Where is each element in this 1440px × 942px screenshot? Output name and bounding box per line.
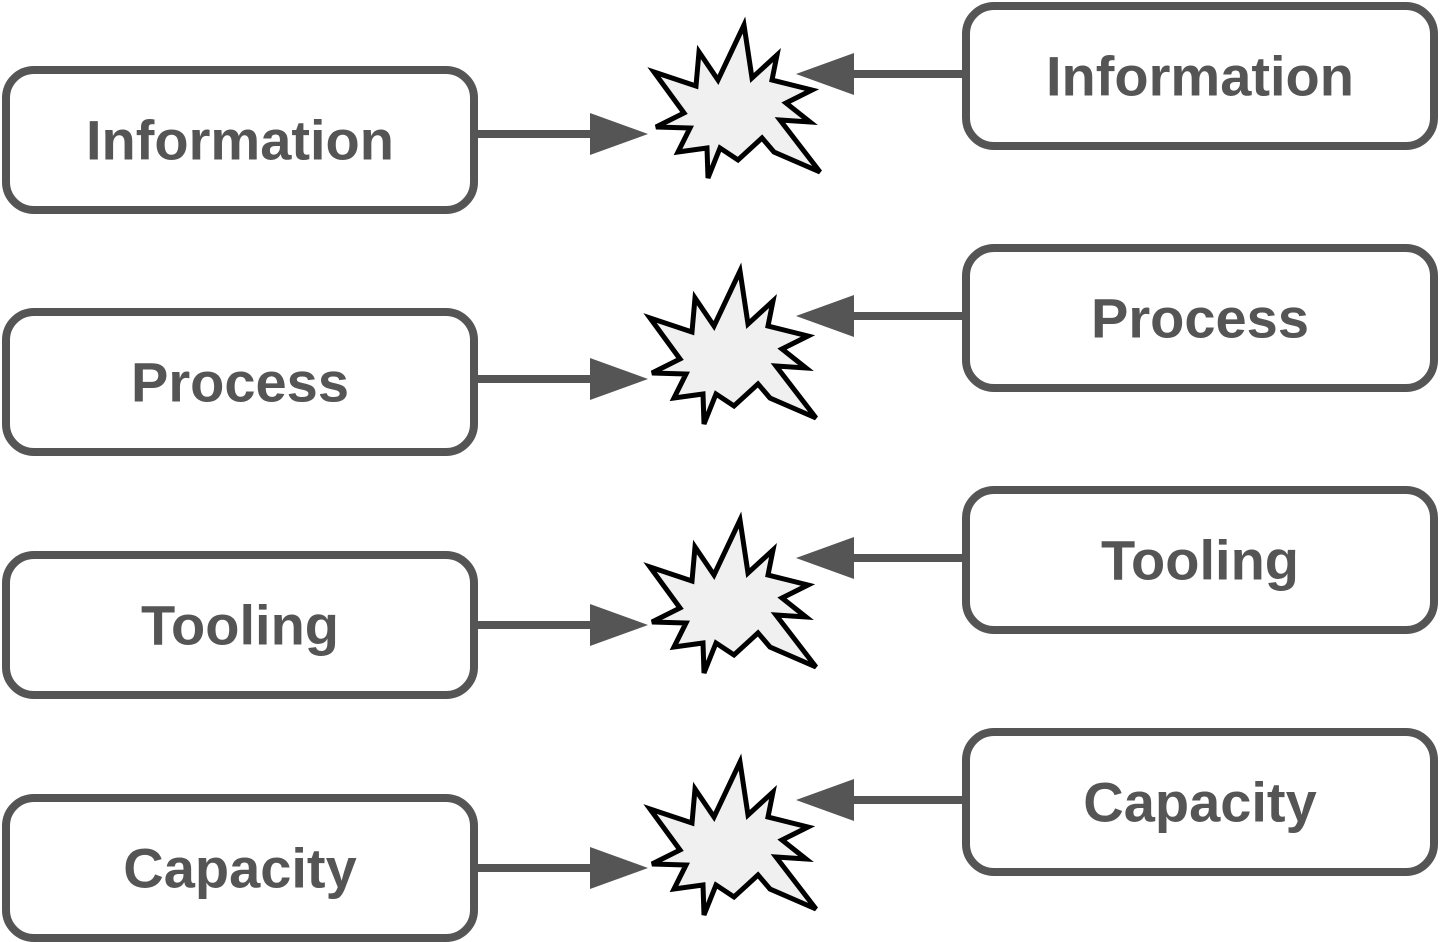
row-information: Information Information [2, 2, 1438, 214]
row-tooling: Tooling Tooling [2, 486, 1438, 699]
explosion-burst-icon [650, 762, 816, 915]
row-capacity: Capacity Capacity [2, 728, 1438, 942]
left-box-capacity: Capacity [2, 794, 478, 942]
left-arrow [478, 358, 648, 400]
left-arrow [478, 113, 648, 155]
left-arrow [478, 847, 648, 889]
right-box-information: Information [962, 2, 1438, 150]
left-box-label: Tooling [141, 594, 339, 657]
left-box-process: Process [2, 308, 478, 456]
explosion-burst-icon [650, 520, 816, 673]
right-box-label: Process [1091, 287, 1309, 350]
explosion-burst-icon [650, 271, 816, 424]
right-arrow [796, 295, 962, 337]
explosion-burst-icon [654, 25, 820, 178]
left-arrow [478, 604, 648, 646]
left-box-label: Process [131, 351, 349, 414]
right-arrow [796, 779, 962, 821]
row-process: Process Process [2, 244, 1438, 456]
right-box-process: Process [962, 244, 1438, 392]
right-box-label: Capacity [1083, 771, 1316, 834]
right-box-capacity: Capacity [962, 728, 1438, 876]
right-arrow [796, 537, 962, 579]
right-box-label: Information [1046, 45, 1354, 108]
left-box-label: Capacity [123, 837, 356, 900]
right-arrow [796, 53, 962, 95]
right-box-tooling: Tooling [962, 486, 1438, 634]
left-box-label: Information [86, 109, 394, 172]
left-box-tooling: Tooling [2, 551, 478, 699]
left-box-information: Information [2, 66, 478, 214]
right-box-label: Tooling [1101, 529, 1299, 592]
